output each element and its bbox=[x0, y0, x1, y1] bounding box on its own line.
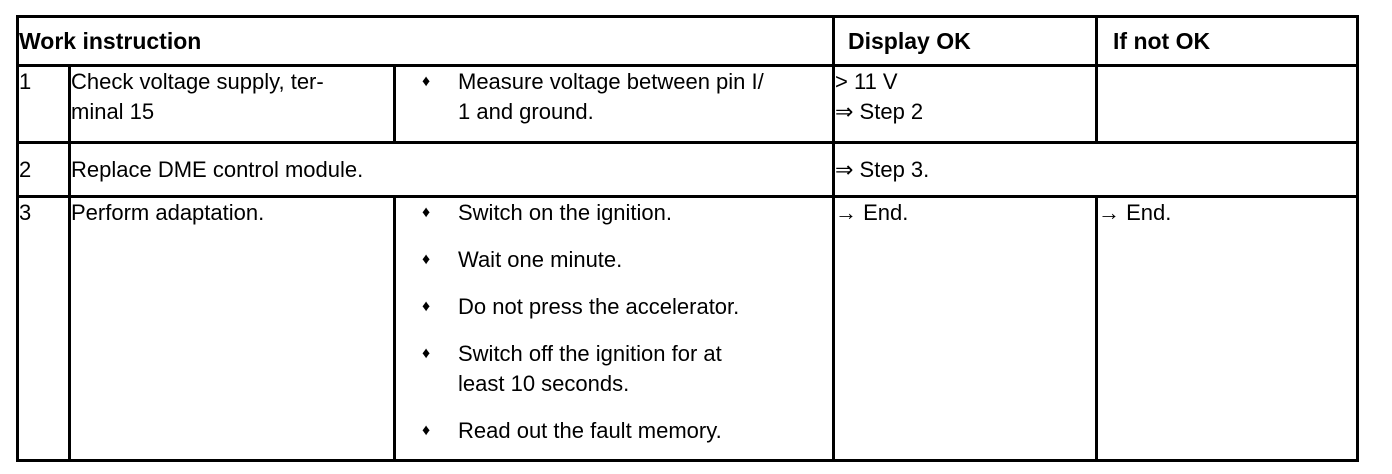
display-ok-cell: > 11 V⇒ Step 2 bbox=[832, 64, 1099, 144]
diamond-bullet-icon: ♦ bbox=[422, 422, 431, 439]
bullet-text: Do not press the accelerator. bbox=[458, 294, 740, 319]
step-number: 3 bbox=[16, 195, 71, 462]
table-row-step-1: 1 Check voltage supply, ter-minal 15 ♦ Me… bbox=[16, 64, 1360, 144]
bullet-text: Read out the fault memory. bbox=[458, 418, 722, 443]
if-not-ok-cell: → End. bbox=[1095, 195, 1360, 462]
bullet-text: Wait one minute. bbox=[458, 247, 623, 272]
table-header-row: Work instruction Display OK If not OK bbox=[15, 15, 1360, 67]
diamond-bullet-icon: ♦ bbox=[422, 73, 431, 90]
step-number: 1 bbox=[16, 64, 71, 144]
work-instruction-table: Work instruction Display OK If not OK 1 … bbox=[15, 15, 1360, 462]
bullet-item: ♦ Wait one minute. bbox=[398, 245, 831, 275]
if-not-ok-cell bbox=[1095, 64, 1360, 144]
diamond-bullet-icon: ♦ bbox=[422, 251, 431, 268]
bullet-item: ♦ Switch on the ignition. bbox=[398, 200, 831, 229]
header-work-instruction: Work instruction bbox=[15, 15, 836, 67]
header-display-ok: Display OK bbox=[832, 15, 1099, 67]
diamond-bullet-icon: ♦ bbox=[422, 298, 431, 315]
spanned-result-cell: ⇒ Step 3. bbox=[832, 141, 1360, 198]
step-instruction: Perform adaptation. bbox=[68, 195, 396, 462]
table-row-step-2: 2 Replace DME control module. ⇒ Step 3. bbox=[16, 141, 1360, 198]
step-number: 2 bbox=[16, 141, 71, 198]
diamond-bullet-icon: ♦ bbox=[422, 204, 431, 221]
bullet-item: ♦ Read out the fault memory. bbox=[398, 416, 831, 446]
step-instruction: Check voltage supply, ter-minal 15 bbox=[68, 64, 396, 144]
bullet-item: ♦ Measure voltage between pin I/1 and gro… bbox=[398, 69, 831, 128]
step-details: ♦ Switch on the ignition. ♦ Wait one minute… bbox=[392, 195, 836, 462]
display-ok-cell: → End. bbox=[832, 195, 1099, 462]
step-details: ♦ Measure voltage between pin I/1 and gro… bbox=[392, 64, 836, 144]
bullet-item: ♦ Do not press the accelerator. bbox=[398, 292, 831, 322]
header-if-not-ok: If not OK bbox=[1095, 15, 1360, 67]
step-instruction: Replace DME control module. bbox=[67, 141, 836, 198]
bullet-text: Switch on the ignition. bbox=[458, 200, 673, 225]
diamond-bullet-icon: ♦ bbox=[422, 345, 431, 362]
bullet-text: Measure voltage between pin I/1 and grou… bbox=[458, 69, 764, 124]
table-row-step-3: 3 Perform adaptation. ♦ Switch on the ign… bbox=[16, 195, 1360, 462]
